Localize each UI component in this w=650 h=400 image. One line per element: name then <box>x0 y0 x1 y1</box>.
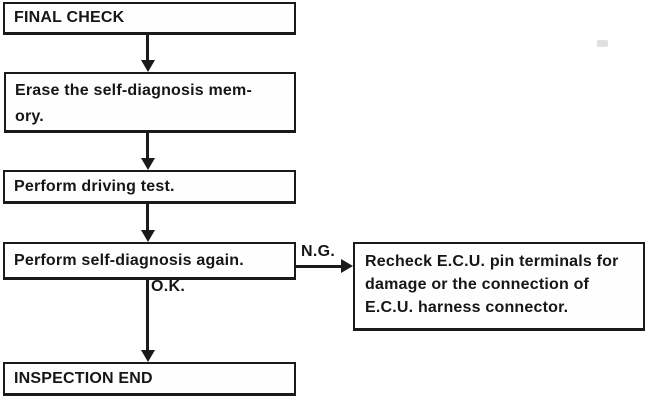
arrow-driving-to-selfdiag <box>146 204 149 231</box>
node-erase-memory-line2: ory. <box>15 108 44 125</box>
node-recheck-ecu: Recheck E.C.U. pin terminals for damage … <box>353 242 645 331</box>
arrow-selfdiag-to-recheck <box>296 265 342 268</box>
arrow-selfdiag-to-end <box>146 280 149 351</box>
node-self-diagnosis-label: Perform self-diagnosis again. <box>14 251 244 269</box>
node-recheck-ecu-line1: Recheck E.C.U. pin terminals for <box>365 253 619 270</box>
arrow-down-head-icon <box>141 350 155 362</box>
node-erase-memory-line1: Erase the self-diagnosis mem- <box>15 82 252 99</box>
node-final-check: FINAL CHECK <box>3 2 296 35</box>
node-driving-test-label: Perform driving test. <box>14 177 175 195</box>
arrow-final-to-erase <box>146 35 149 61</box>
node-self-diagnosis: Perform self-diagnosis again. <box>3 242 296 280</box>
scan-artifact <box>597 40 608 47</box>
node-recheck-ecu-line2: damage or the connection of <box>365 276 590 293</box>
node-erase-memory: Erase the self-diagnosis mem- ory. <box>4 72 296 133</box>
node-inspection-end: INSPECTION END <box>3 362 296 396</box>
arrow-down-head-icon <box>141 60 155 72</box>
arrow-down-head-icon <box>141 158 155 170</box>
arrow-erase-to-driving <box>146 133 149 159</box>
arrow-down-head-icon <box>141 230 155 242</box>
edge-label-ok: O.K. <box>151 278 186 295</box>
edge-label-ng: N.G. <box>301 243 336 260</box>
node-recheck-ecu-line3: E.C.U. harness connector. <box>365 299 569 316</box>
node-inspection-end-label: INSPECTION END <box>14 369 153 387</box>
arrow-right-head-icon <box>341 259 353 273</box>
node-driving-test: Perform driving test. <box>3 170 296 204</box>
node-final-check-label: FINAL CHECK <box>14 9 125 26</box>
